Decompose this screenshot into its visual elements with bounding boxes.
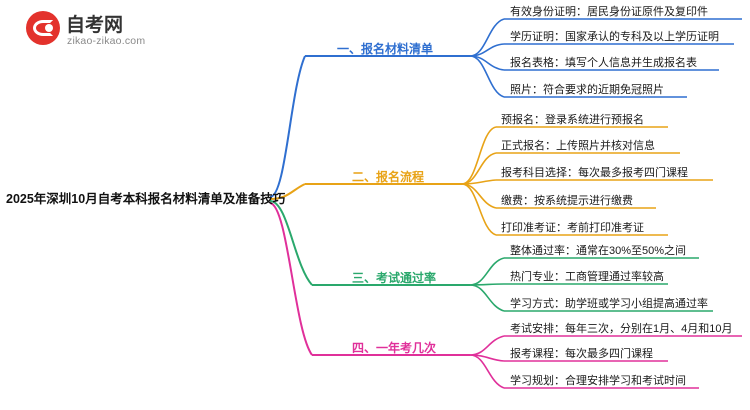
branch-1-leaf-4[interactable]: 照片：符合要求的近期免冠照片 bbox=[510, 84, 664, 96]
logo-site-name: 自考网 bbox=[66, 15, 124, 36]
logo-site-url: zikao-zikao.com bbox=[67, 35, 146, 47]
branch-2-leaf-1[interactable]: 预报名：登录系统进行预报名 bbox=[501, 114, 644, 126]
branch-3-leaf-1[interactable]: 整体通过率：通常在30%至50%之间 bbox=[510, 245, 687, 257]
mindmap-root-node[interactable]: 2025年深圳10月自考本科报名材料清单及准备技巧 bbox=[6, 192, 286, 206]
logo-mark-icon bbox=[26, 11, 60, 45]
branch-4-leaf-2[interactable]: 报考课程：每次最多四门课程 bbox=[510, 348, 653, 360]
branch-4-leaf-1[interactable]: 考试安排：每年三次，分别在1月、4月和10月 bbox=[510, 323, 733, 335]
branch-2-leaf-3[interactable]: 报考科目选择：每次最多报考四门课程 bbox=[501, 167, 688, 179]
branch-4-label[interactable]: 四、一年考几次 bbox=[352, 341, 437, 355]
branch-3-leaf-2[interactable]: 热门专业：工商管理通过率较高 bbox=[510, 271, 664, 283]
branch-3-leaf-3[interactable]: 学习方式：助学班或学习小组提高通过率 bbox=[510, 298, 708, 310]
branch-2-leaf-4[interactable]: 缴费：按系统提示进行缴费 bbox=[501, 195, 633, 207]
site-logo: 自考网 zikao-zikao.com bbox=[26, 8, 191, 54]
branch-1-leaf-1[interactable]: 有效身份证明：居民身份证原件及复印件 bbox=[510, 6, 708, 18]
branch-1-label[interactable]: 一、报名材料清单 bbox=[337, 42, 434, 56]
branch-3-label[interactable]: 三、考试通过率 bbox=[352, 271, 437, 285]
branch-2-leaf-2[interactable]: 正式报名：上传照片并核对信息 bbox=[501, 140, 655, 152]
branch-2-leaf-5[interactable]: 打印准考证：考前打印准考证 bbox=[501, 222, 644, 234]
branch-1-leaf-2[interactable]: 学历证明：国家承认的专科及以上学历证明 bbox=[510, 31, 719, 43]
branch-1-leaf-3[interactable]: 报名表格：填写个人信息并生成报名表 bbox=[510, 57, 697, 69]
branch-2-label[interactable]: 二、报名流程 bbox=[352, 170, 425, 184]
branch-4-leaf-3[interactable]: 学习规划：合理安排学习和考试时间 bbox=[510, 375, 686, 387]
